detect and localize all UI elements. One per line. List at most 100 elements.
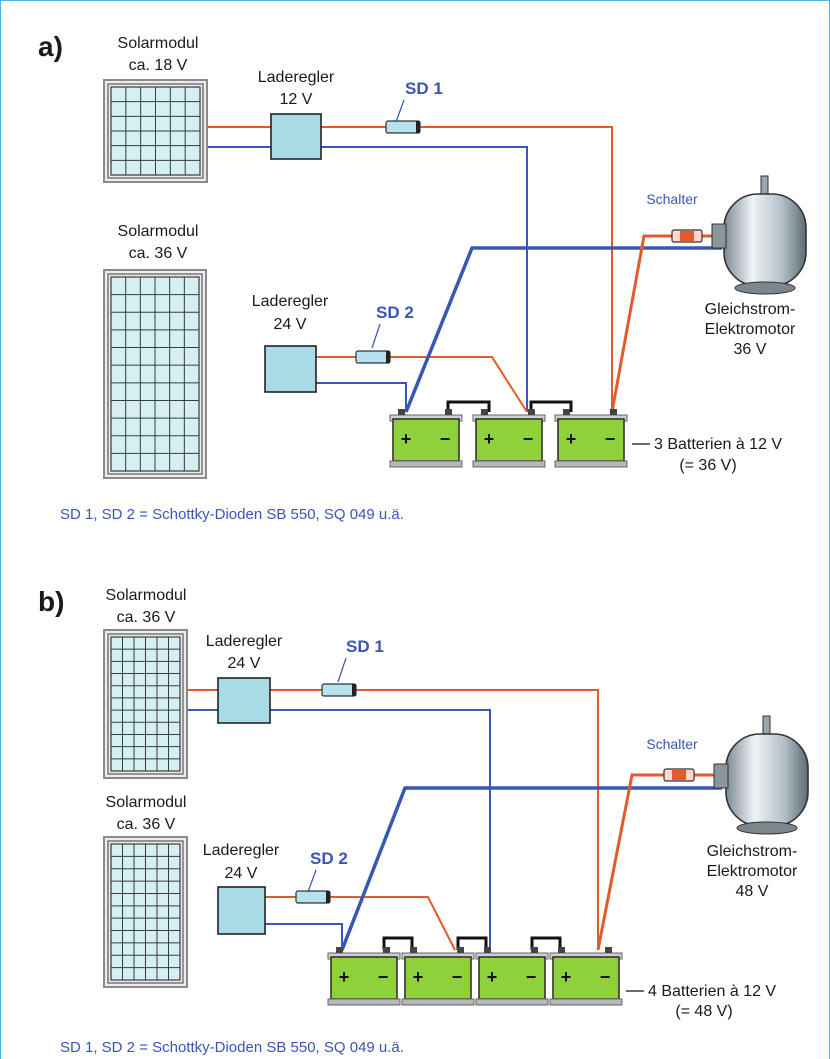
solar-module-2-label: Solarmodul [106,794,187,811]
solar-module-2-label: Solarmodul [118,223,199,240]
schottky-diode-sd2 [295,890,331,904]
battery-b3-minus-sign: − [526,967,537,987]
controller1-negative-wire [187,709,491,950]
part-b: b) Solarmodul ca. 36 V Laderegler 24 V S… [38,586,798,1056]
battery-bank-label: 4 Batterien à 12 V [648,983,776,1000]
schottky-diode-sd2-band [386,351,390,363]
solar-module-1-label: Solarmodul [106,587,187,604]
diode-sd1-label: SD 1 [405,79,443,98]
battery-b1-base [327,998,401,1006]
solar-panel-b1-inner-frame [107,633,184,775]
motor-label-line1: Gleichstrom- [705,301,796,318]
battery-a1-base [389,460,463,468]
battery-a2-base [472,460,546,468]
dc-motor [725,733,809,827]
battery-b2-minus-sign: − [452,967,463,987]
battery-b4-terminal-plus [558,947,565,953]
charge-controller-2-voltage: 24 V [225,865,258,882]
part-a-label: a) [38,31,63,62]
dc-motor-terminal-box [711,223,727,249]
solar-module-2-voltage: ca. 36 V [117,816,176,833]
battery-link-2 [456,936,488,950]
battery-b4-plus-sign: + [561,967,572,987]
battery-b3-terminal-plus [484,947,491,953]
battery-a2-minus-sign: − [523,429,534,449]
controller2-negative-wire [265,923,343,950]
battery-a2 [475,418,543,462]
motor-negative-line [404,246,722,413]
switch-lever [680,231,694,241]
schottky-diode-sd2 [355,350,391,364]
charge-controller-2-label: Laderegler [203,842,280,859]
battery-b2 [404,956,472,1000]
battery-link-3 [530,936,562,950]
battery-bank-total: (= 48 V) [675,1003,732,1020]
schottky-diode-sd1 [321,683,357,697]
dc-motor-shaft [762,715,771,735]
battery-b2-terminal-plus [410,947,417,953]
charge-controller-a2 [264,345,317,393]
battery-b3-terminal-minus [531,947,538,953]
motor-label-line2: Elektromotor [705,321,796,338]
battery-a2-terminal-minus [528,409,535,415]
battery-bank-total: (= 36 V) [679,457,736,474]
battery-b3 [478,956,546,1000]
battery-link-1 [446,400,491,412]
battery-b1 [330,956,398,1000]
charge-controller-1-label: Laderegler [206,633,283,650]
diode-sd1-label: SD 1 [346,637,384,656]
diode-sd1-pointer [395,99,405,123]
battery-a2-terminal-plus [481,409,488,415]
battery-a1-terminal-minus [445,409,452,415]
battery-b4 [552,956,620,1000]
solar-panel-b2-inner-frame [107,840,184,984]
dc-motor-foot [734,281,796,295]
controller1-negative-wire [207,146,528,412]
switch-label: Schalter [646,736,698,752]
motor-label-line3: 48 V [736,883,769,900]
diode-sd2-pointer [371,323,381,349]
battery-b4-minus-sign: − [600,967,611,987]
dc-motor-foot [736,821,798,835]
motor-label-line1: Gleichstrom- [707,843,798,860]
battery-a3 [557,418,625,462]
battery-b4-terminal-minus [605,947,612,953]
battery-a2-plus-sign: + [484,429,495,449]
switch-label: Schalter [646,191,698,207]
motor-positive-line [596,773,664,951]
battery-a3-minus-sign: − [605,429,616,449]
motor-positive-line [610,234,672,413]
battery-a3-plus-sign: + [566,429,577,449]
battery-b3-base [475,998,549,1006]
solar-module-2-voltage: ca. 36 V [129,245,188,262]
battery-link-1 [382,936,414,950]
charge-controller-a1 [270,113,322,160]
battery-a1 [392,418,460,462]
battery-a1-minus-sign: − [440,429,451,449]
schottky-diode-sd1 [385,120,421,134]
charge-controller-b2 [217,886,266,935]
diode-sd2-label: SD 2 [376,303,414,322]
solar-module-1-voltage: ca. 36 V [117,609,176,626]
charge-controller-2-label: Laderegler [252,293,329,310]
controller2-negative-wire [316,382,407,412]
charge-controller-2-voltage: 24 V [274,316,307,333]
solar-panel-a1-inner-frame [107,83,204,179]
schottky-diode-sd2-band [326,891,330,903]
solar-module-1-label: Solarmodul [118,35,199,52]
battery-b2-plus-sign: + [413,967,424,987]
schottky-diode-sd1-band [352,684,356,696]
battery-link-2 [529,400,573,412]
solar-panel-a2-inner-frame [107,273,203,475]
charge-controller-1-label: Laderegler [258,69,335,86]
diode-sd1-pointer [337,657,347,683]
charge-controller-1-voltage: 24 V [228,655,261,672]
battery-b2-base [401,998,475,1006]
dc-motor-shaft [760,175,769,195]
dc-motor-terminal-box [713,763,729,789]
battery-b1-plus-sign: + [339,967,350,987]
battery-a1-terminal-plus [398,409,405,415]
battery-a3-base [554,460,628,468]
battery-b1-minus-sign: − [378,967,389,987]
part-a-circuit: +−+−+− [103,79,807,479]
